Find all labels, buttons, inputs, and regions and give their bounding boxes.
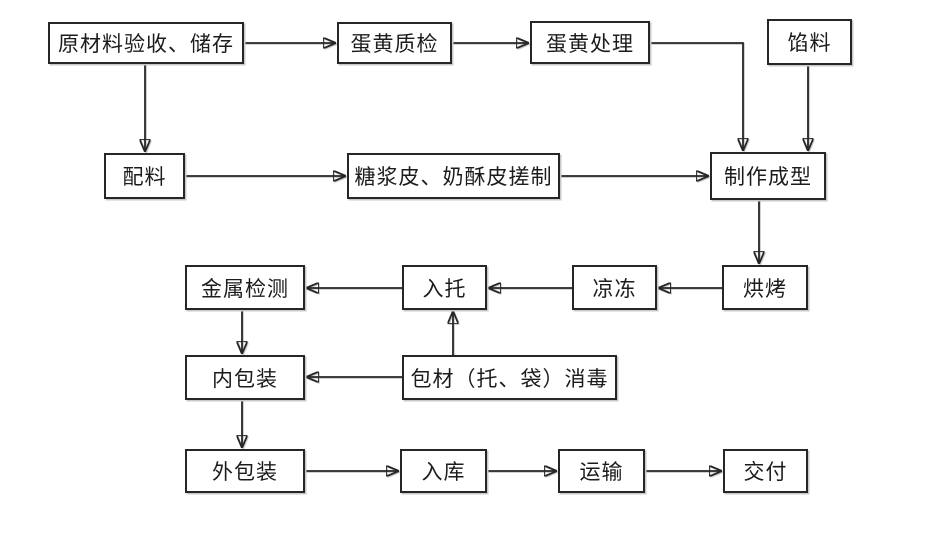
node-tray-loading: 入托 xyxy=(402,265,487,310)
node-baking: 烘烤 xyxy=(722,265,808,310)
node-warehousing: 入库 xyxy=(400,449,487,493)
node-outer-packaging: 外包装 xyxy=(185,449,305,493)
arrow-yolk-processing-to-forming xyxy=(650,42,743,150)
node-inner-packaging: 内包装 xyxy=(185,355,305,400)
node-yolk-inspection: 蛋黄质检 xyxy=(337,22,452,64)
node-cooling: 凉冻 xyxy=(572,265,657,310)
node-transport: 运输 xyxy=(558,449,645,493)
node-packaging-sterilization: 包材（托、袋）消毒 xyxy=(402,355,617,400)
node-filling: 馅料 xyxy=(767,19,852,65)
node-metal-detection: 金属检测 xyxy=(185,265,305,310)
node-yolk-processing: 蛋黄处理 xyxy=(530,21,650,64)
node-ingredients: 配料 xyxy=(104,153,185,199)
node-raw-material: 原材料验收、储存 xyxy=(48,22,244,64)
node-skin-kneading: 糖浆皮、奶酥皮搓制 xyxy=(347,153,560,199)
node-forming: 制作成型 xyxy=(710,152,826,200)
node-delivery: 交付 xyxy=(723,449,808,493)
